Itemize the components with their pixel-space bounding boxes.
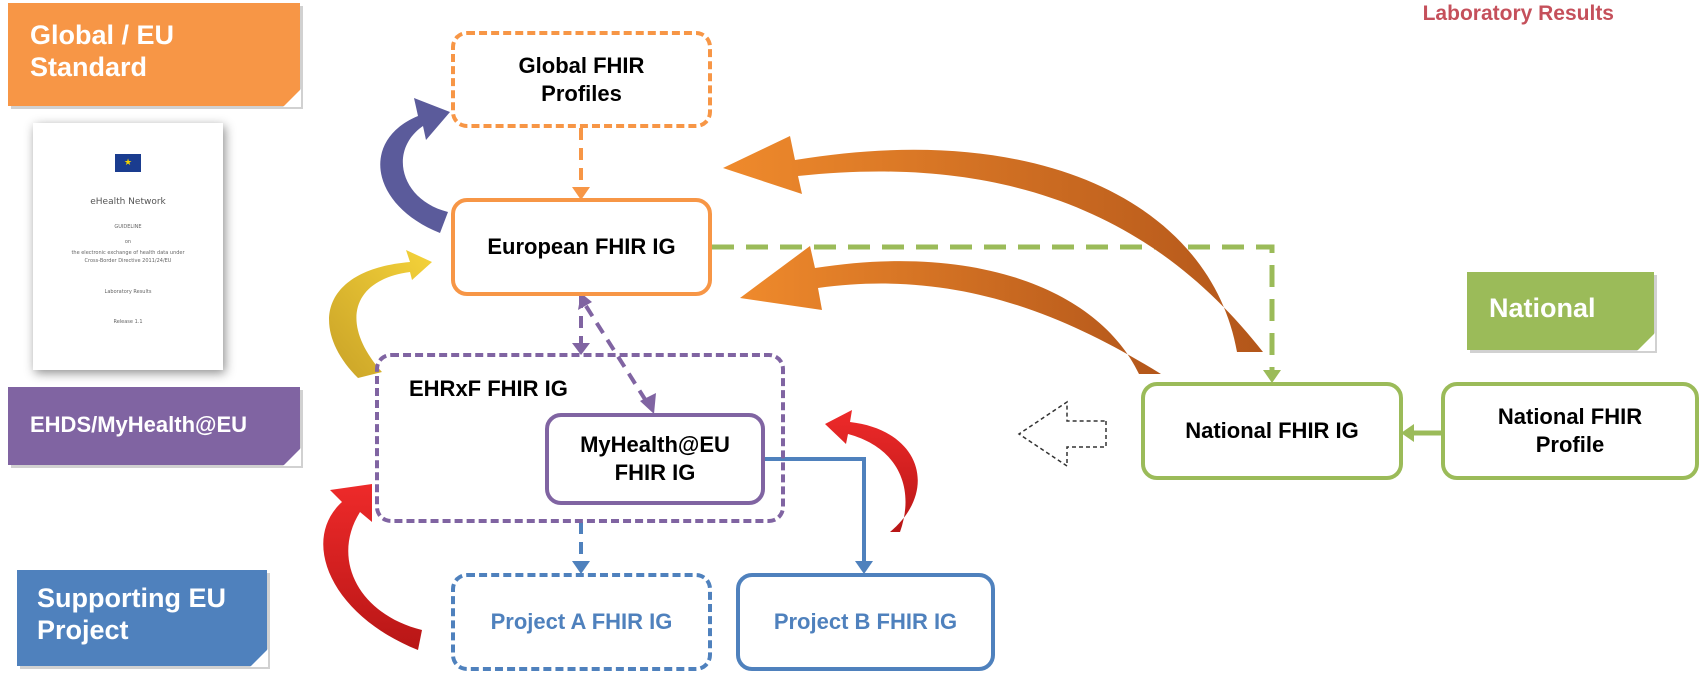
project-a-fhir-ig-box: Project A FHIR IG xyxy=(451,573,712,671)
national-fhir-profile-box: National FHIR Profile xyxy=(1441,382,1699,480)
global-fhir-profiles-label: Global FHIR Profiles xyxy=(518,52,645,106)
supporting-eu-project-label: Supporting EU Project xyxy=(37,583,226,645)
curved-arrow-european-to-global xyxy=(380,98,450,233)
project-a-fhir-ig-label: Project A FHIR IG xyxy=(490,609,673,634)
connector-myhealth-to-projectb xyxy=(765,457,866,563)
national-fhir-ig-box: National FHIR IG xyxy=(1141,382,1403,480)
project-b-fhir-ig-label: Project B FHIR IG xyxy=(773,609,958,634)
arrowhead-myhealth-top xyxy=(640,393,656,414)
arrowhead-myhealth-to-projectb xyxy=(855,561,873,574)
doc-subtitle-1: the electronic exchange of health data u… xyxy=(71,250,185,256)
european-fhir-ig-label: European FHIR IG xyxy=(487,234,676,259)
arrowhead-global-to-european xyxy=(572,187,590,200)
curved-arrow-projectb-to-myhealth xyxy=(825,410,918,532)
header-label: Laboratory Results xyxy=(1422,2,1614,25)
project-b-fhir-ig-box: Project B FHIR IG xyxy=(736,573,995,671)
doc-subtitle-2: Cross-Border Directive 2011/24/EU xyxy=(84,258,172,264)
ehds-myhealth-tag: EHDS/MyHealth@EU xyxy=(8,387,301,466)
doc-network: eHealth Network xyxy=(90,197,166,207)
myhealth-fhir-ig-box: MyHealth@EU FHIR IG xyxy=(545,413,765,505)
curved-arrow-national-to-european xyxy=(740,246,1161,374)
arrowhead-european-to-national xyxy=(1263,370,1281,383)
ehds-myhealth-label: EHDS/MyHealth@EU xyxy=(30,412,248,437)
arrowhead-profile-to-national xyxy=(1401,424,1414,442)
global-fhir-profiles-box: Global FHIR Profiles xyxy=(451,31,712,128)
outline-left-arrow xyxy=(1017,400,1107,468)
eu-flag-icon xyxy=(115,154,141,172)
curved-arrow-ehrxf-to-european xyxy=(329,250,432,378)
supporting-eu-project-tag: Supporting EU Project xyxy=(17,570,268,667)
myhealth-fhir-ig-label: MyHealth@EU FHIR IG xyxy=(580,432,730,485)
national-fhir-profile-label: National FHIR Profile xyxy=(1497,404,1643,457)
doc-on: on xyxy=(124,239,132,245)
national-label: National xyxy=(1489,293,1596,323)
national-fhir-ig-label: National FHIR IG xyxy=(1185,418,1359,443)
national-tag: National xyxy=(1467,272,1655,351)
global-eu-standard-label: Global / EU Standard xyxy=(30,20,175,82)
connector-european-to-national xyxy=(712,244,1275,372)
doc-guideline: GUIDELINE xyxy=(114,224,142,230)
ehrxf-fhir-ig-label: EHRxF FHIR IG xyxy=(409,376,568,401)
ehrxf-fhir-ig-box: EHRxF FHIR IG xyxy=(375,353,785,523)
global-eu-standard-tag: Global / EU Standard xyxy=(8,3,301,107)
doc-topic: Laboratory Results xyxy=(104,289,152,295)
european-fhir-ig-box: European FHIR IG xyxy=(451,198,712,296)
arrowhead-ehrxf-to-projecta xyxy=(572,561,590,574)
guideline-document-thumbnail: eHealth Network GUIDELINE on the electro… xyxy=(33,123,223,370)
curved-arrow-projecta-to-ehrxf xyxy=(323,484,422,650)
doc-release: Release 1.1 xyxy=(113,319,143,325)
arrowhead-european-bottom xyxy=(578,293,592,310)
arrowhead-european-to-ehrxf xyxy=(572,343,590,355)
curved-arrow-national-to-global xyxy=(723,136,1263,352)
